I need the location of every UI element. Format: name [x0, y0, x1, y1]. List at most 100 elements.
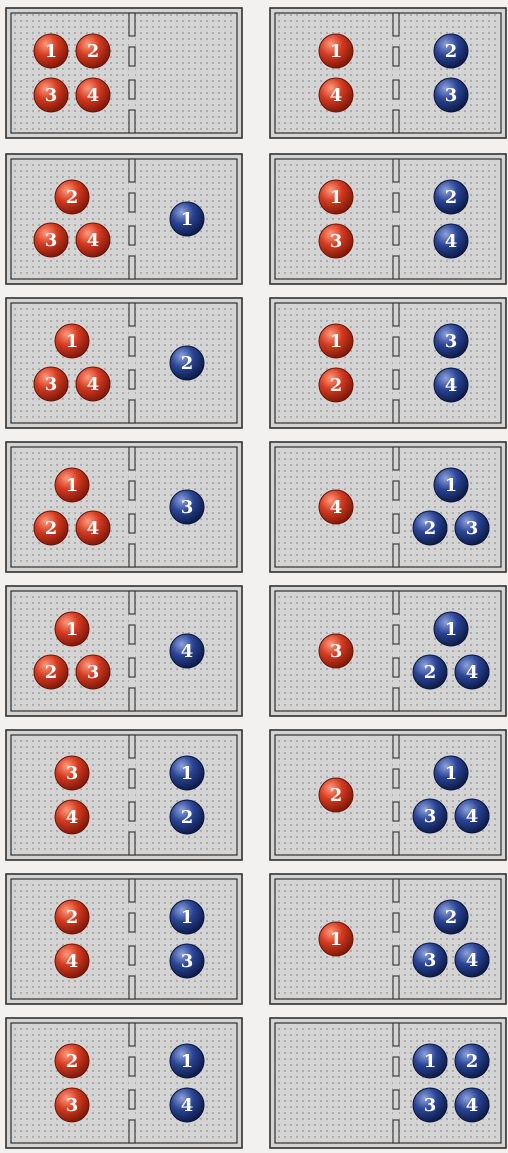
partition-wall: [393, 1023, 399, 1143]
ball-label: 3: [466, 518, 479, 539]
ball-label: 4: [87, 374, 100, 395]
ball-label: 3: [45, 230, 58, 251]
ball-label: 2: [87, 41, 100, 62]
ball-label: 4: [330, 497, 343, 518]
ball-label: 1: [181, 907, 194, 928]
chamber-panel: 2 3 1 4: [6, 1018, 242, 1148]
chamber-texture: [276, 880, 500, 998]
ball-label: 3: [66, 1095, 79, 1116]
partition-wall: [129, 159, 135, 279]
ball-label: 1: [66, 331, 79, 352]
partition-wall: [393, 303, 399, 423]
ball-label: 3: [87, 662, 100, 683]
chamber-texture: [276, 160, 500, 278]
chamber-panel: 3 1 2 4: [270, 586, 506, 716]
ball-label: 3: [45, 374, 58, 395]
partition-wall: [393, 879, 399, 999]
ball-label: 3: [330, 641, 343, 662]
chamber-texture: [276, 448, 500, 566]
chamber-texture: [276, 736, 500, 854]
ball-label: 3: [181, 951, 194, 972]
ball-label: 2: [181, 807, 194, 828]
partition-wall: [393, 591, 399, 711]
ball-label: 1: [330, 41, 343, 62]
chamber-texture: [12, 880, 236, 998]
ball-label: 3: [45, 85, 58, 106]
ball-label: 3: [445, 85, 458, 106]
ball-label: 2: [330, 375, 343, 396]
ball-label: 2: [445, 187, 458, 208]
partition-wall: [129, 735, 135, 855]
partition-wall: [393, 447, 399, 567]
partition-wall: [393, 13, 399, 133]
chamber-texture: [276, 592, 500, 710]
ball-label: 2: [330, 785, 343, 806]
chamber-panel: 1 2 3 4: [6, 586, 242, 716]
ball-label: 2: [45, 662, 58, 683]
partition-wall: [393, 735, 399, 855]
ball-label: 2: [66, 907, 79, 928]
ball-label: 2: [445, 41, 458, 62]
ball-label: 1: [445, 619, 458, 640]
chamber-texture: [12, 1024, 236, 1142]
ball-label: 2: [424, 518, 437, 539]
ball-label: 3: [424, 806, 437, 827]
chamber-texture: [276, 304, 500, 422]
ball-label: 1: [445, 763, 458, 784]
ball-label: 4: [87, 230, 100, 251]
ball-label: 2: [66, 187, 79, 208]
ball-label: 4: [466, 662, 479, 683]
ball-label: 4: [445, 375, 458, 396]
chamber-panel: 2 3 4 1: [6, 154, 242, 284]
ball-label: 1: [445, 475, 458, 496]
ball-label: 4: [66, 807, 79, 828]
ball-label: 2: [45, 518, 58, 539]
partition-wall: [129, 303, 135, 423]
partition-wall: [129, 13, 135, 133]
chamber-panel: 1 4 2 3: [270, 8, 506, 138]
ball-label: 2: [466, 1051, 479, 1072]
chamber-panel: 1243: [6, 442, 242, 572]
ball-label: 4: [330, 85, 343, 106]
chamber-panel: 2 1 3 4: [270, 730, 506, 860]
ball-label: 2: [181, 353, 194, 374]
ball-label: 2: [66, 1051, 79, 1072]
ball-label: 4: [66, 951, 79, 972]
chamber-panel: 3 4 1 2: [6, 730, 242, 860]
ball-label: 4: [181, 1095, 194, 1116]
partition-wall: [393, 159, 399, 279]
ball-label: 4: [466, 806, 479, 827]
ball-label: 4: [466, 950, 479, 971]
chamber-texture: [12, 736, 236, 854]
ball-label: 3: [424, 1095, 437, 1116]
chamber-panel: 2 4 1 3: [6, 874, 242, 1004]
chamber-panel: 1 2 3 4: [270, 298, 506, 428]
chamber-texture: [276, 1024, 500, 1142]
ball-label: 3: [445, 331, 458, 352]
chamber-texture: [276, 14, 500, 132]
ball-label: 1: [181, 763, 194, 784]
ball-label: 1: [330, 187, 343, 208]
ball-label: 1: [330, 929, 343, 950]
ball-label: 2: [445, 907, 458, 928]
ball-label: 3: [66, 763, 79, 784]
partition-wall: [129, 1023, 135, 1143]
ball-label: 1: [424, 1051, 437, 1072]
chamber-texture: [12, 14, 236, 132]
ball-label: 4: [87, 85, 100, 106]
chamber-panel: 1 3 4 2: [6, 298, 242, 428]
partition-wall: [129, 447, 135, 567]
ball-label: 1: [66, 619, 79, 640]
ball-label: 4: [181, 641, 194, 662]
ball-label: 1: [66, 475, 79, 496]
ball-label: 3: [181, 497, 194, 518]
ball-label: 1: [330, 331, 343, 352]
ball-label: 1: [181, 1051, 194, 1072]
ball-label: 1: [181, 209, 194, 230]
ball-label: 2: [424, 662, 437, 683]
